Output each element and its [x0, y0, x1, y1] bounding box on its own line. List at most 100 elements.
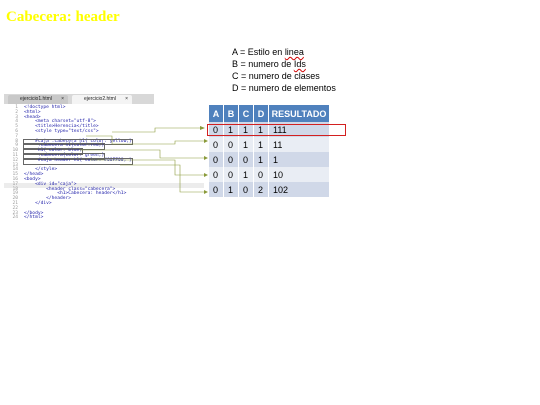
code-line[interactable]: 11 .cabecera{color: green;} [4, 152, 204, 160]
code-line[interactable]: 4 <meta charset="utf-8"> [4, 120, 204, 125]
table-cell: 0 [239, 182, 253, 197]
code-line[interactable]: 19 <h1>Cabecera: header</h1> [4, 192, 204, 197]
tab-label: ejercicio2.html [84, 96, 116, 102]
legend-text: numero de elementos [248, 83, 336, 93]
editor-tab-bar: ejercicio1.html × ejercicio2.html × [4, 94, 154, 104]
code-line[interactable]: 20 </header> [4, 196, 204, 202]
line-number: 20 [12, 196, 18, 202]
table-cell: 1 [254, 122, 268, 137]
code-line[interactable]: 9 .cabecera h1{color:red;} [4, 143, 204, 151]
code-line[interactable]: 5 <title>Herencia</title> [4, 124, 204, 130]
line-number: 13 [12, 162, 18, 168]
code-line[interactable]: 6 <style type="text/css"> [4, 128, 204, 135]
connector-line-3 [80, 149, 205, 159]
code-text: h1{ color: blue; [22, 148, 84, 155]
legend-letter: D [232, 83, 239, 93]
code-line[interactable]: 7 [4, 133, 204, 140]
table-cell: 2 [254, 182, 268, 197]
table-cell: 0 [209, 182, 223, 197]
connector-line-2 [86, 135, 205, 145]
column-header-b: B [224, 105, 238, 122]
code-line[interactable]: 22 [4, 205, 204, 212]
column-header-d: D [254, 105, 268, 122]
legend-letter: B [232, 59, 239, 69]
table-cell: 1 [239, 167, 253, 182]
code-line[interactable]: 1<!doctype html> [4, 105, 204, 111]
tab-ejercicio2[interactable]: ejercicio2.html × [72, 95, 132, 104]
table-cell: 0 [209, 137, 223, 152]
legend-item-b: B = numero de Ids [232, 58, 336, 70]
line-number: 17 [12, 181, 18, 187]
table-cell: 0 [209, 167, 223, 182]
table-cell: 1 [254, 137, 268, 152]
code-text: </style> [24, 167, 58, 173]
table-cell: 0 [209, 122, 223, 137]
table-cell: 1 [239, 122, 253, 137]
code-text: </header> [24, 196, 72, 202]
table-header-row: A B C D RESULTADO [209, 105, 329, 122]
code-line[interactable]: 2<html> [4, 109, 204, 116]
code-text: <!doctype html> [24, 105, 66, 110]
column-header-c: C [239, 105, 253, 122]
code-text: <h1>Cabecera: header</h1> [24, 191, 127, 197]
code-line[interactable]: 18 <header class="cabecera"> [4, 186, 204, 193]
legend-underlined: Ids [293, 59, 306, 69]
line-number: 21 [12, 200, 18, 206]
line-number: 15 [12, 172, 18, 178]
table-cell: 0 [224, 167, 238, 182]
line-number: 22 [12, 205, 18, 211]
code-line[interactable]: 3<head> [4, 114, 204, 121]
legend-text: Estilo en [247, 47, 285, 57]
table-cell: 111 [269, 122, 329, 137]
arrow-head [204, 156, 208, 160]
code-area[interactable]: 1<!doctype html>2<html>3<head>4 <meta ch… [4, 105, 204, 221]
code-line[interactable]: 16<body> [4, 176, 204, 183]
code-line[interactable]: 21 </div> [4, 200, 204, 207]
close-icon[interactable]: × [125, 96, 128, 102]
column-header-a: A [209, 105, 223, 122]
line-number: 18 [12, 186, 18, 192]
line-number: 4 [15, 119, 18, 125]
legend-sep: = [238, 59, 249, 69]
tab-ejercicio1[interactable]: ejercicio1.html × [8, 95, 68, 104]
code-line[interactable]: 8 #caja .cabecera h1{ color: yellow;} [4, 138, 204, 146]
code-text: <meta charset="utf-8"> [24, 119, 96, 125]
code-editor[interactable]: ejercicio1.html × ejercicio2.html × 1<!d… [4, 94, 204, 250]
line-number: 10 [12, 148, 18, 154]
connector-line-5 [120, 164, 205, 193]
code-text: .cabecera h1{color:red;} [22, 143, 106, 151]
line-number: 16 [12, 176, 18, 182]
line-number: 24 [12, 215, 18, 221]
code-line[interactable]: 10 h1{ color: blue; [4, 148, 204, 155]
table-cell: 1 [224, 122, 238, 137]
code-line[interactable]: 23</body> [4, 210, 204, 217]
code-line[interactable]: 24</html> [4, 216, 204, 221]
line-number: 11 [12, 152, 18, 158]
code-text: <style type="text/css"> [24, 128, 99, 134]
table-cell: 1 [269, 152, 329, 167]
table-cell: 10 [269, 167, 329, 182]
table-cell: 0 [239, 152, 253, 167]
close-icon[interactable]: × [61, 96, 64, 102]
legend-underlined: linea [284, 47, 304, 57]
legend-text: numero de clases [248, 71, 320, 81]
code-line[interactable]: 14 </style> [4, 168, 204, 173]
line-number: 23 [12, 210, 18, 216]
legend-text: numero de [248, 59, 294, 69]
line-number: 14 [12, 167, 18, 173]
legend-sep: = [238, 71, 249, 81]
page-title: Cabecera: header [6, 9, 120, 25]
line-number: 2 [15, 109, 18, 115]
code-line[interactable]: 15</head> [4, 172, 204, 178]
table-cell: 0 [224, 152, 238, 167]
line-number: 7 [15, 133, 18, 139]
code-text: <head> [24, 114, 41, 120]
code-text: </div> [24, 200, 52, 206]
code-line[interactable]: 13 [4, 162, 204, 169]
code-line[interactable]: 17 <div id="caja"> [4, 181, 204, 188]
